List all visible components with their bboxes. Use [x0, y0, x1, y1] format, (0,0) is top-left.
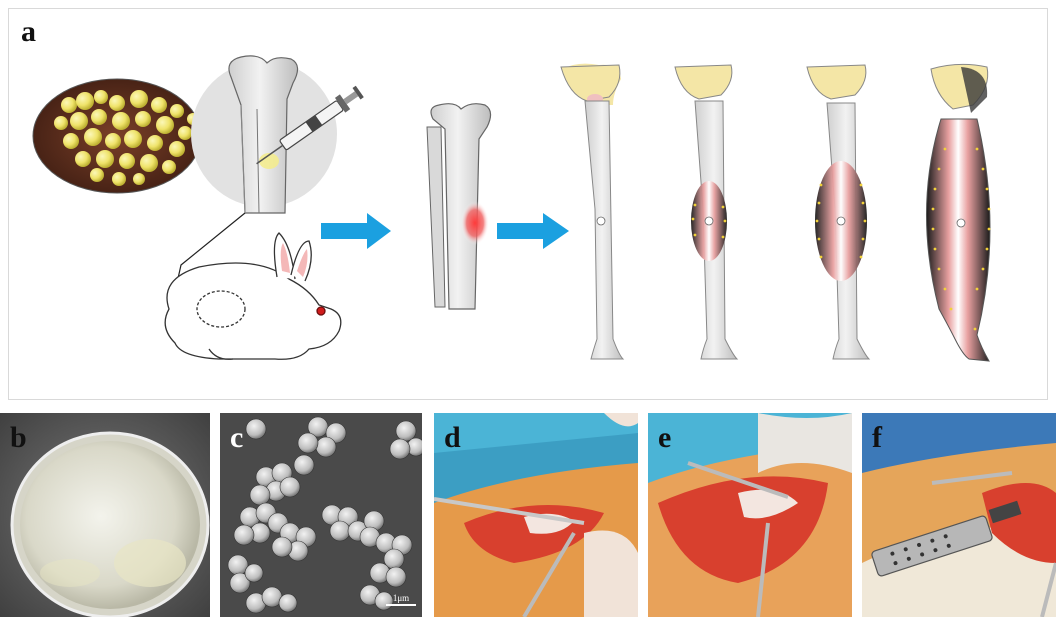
- panel-e-surgery-photo: e: [648, 413, 852, 617]
- surgery-drilling-image: [648, 413, 852, 617]
- panel-d-surgery-photo: d: [434, 413, 638, 617]
- tibia-stage-2: [675, 65, 737, 359]
- arrow-icon: [497, 213, 569, 249]
- panel-b-petri-dish: b: [0, 413, 210, 617]
- panel-a-schematic: a: [8, 8, 1048, 400]
- panel-label-d: d: [444, 423, 461, 453]
- rabbit-icon: [165, 233, 341, 359]
- schematic-drawing: [9, 9, 1049, 401]
- panel-f-surgery-photo: f: [862, 413, 1056, 617]
- infected-tibia: [427, 104, 491, 309]
- scale-bar-label: 1μm: [393, 593, 409, 603]
- sem-cocci-image: 1μm: [220, 413, 422, 617]
- surgery-injection-image: [862, 413, 1056, 617]
- tibia-stage-3: [807, 65, 869, 359]
- bacteria-cluster-icon: [33, 79, 201, 193]
- tibia-stage-1: [561, 64, 623, 359]
- surgery-exposure-image: [434, 413, 638, 617]
- panel-c-sem-image: 1μm c: [220, 413, 422, 617]
- panel-label-f: f: [872, 423, 882, 453]
- panel-label-e: e: [658, 423, 671, 453]
- panel-label-b: b: [10, 423, 27, 453]
- panel-label-c: c: [230, 423, 243, 453]
- petri-dish-image: [0, 413, 210, 617]
- tibia-stage-4: [926, 64, 990, 361]
- arrow-icon: [321, 213, 391, 249]
